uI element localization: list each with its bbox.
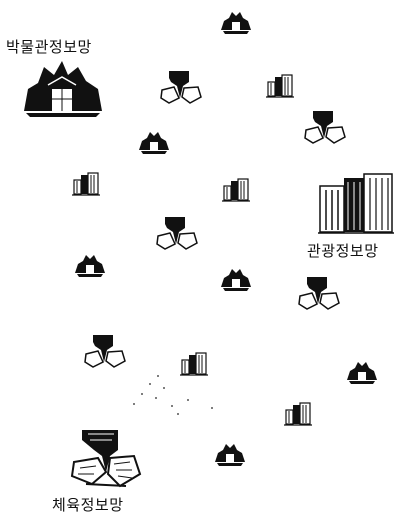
palace-icon	[74, 253, 106, 277]
hands-icon	[304, 110, 346, 144]
palace-icon	[220, 267, 252, 291]
building-icon	[72, 172, 100, 196]
scatter-dots	[128, 372, 228, 418]
hands-icon	[160, 70, 202, 104]
tourism-hub-building-icon	[318, 172, 394, 234]
tourism-network-label: 관광정보망	[307, 240, 379, 261]
building-icon	[266, 74, 294, 98]
sports-hub-hands-icon	[70, 428, 142, 490]
palace-icon	[346, 360, 378, 384]
building-icon	[222, 178, 250, 202]
sports-network-label: 체육정보망	[52, 494, 124, 515]
palace-icon	[214, 442, 246, 466]
hands-icon	[84, 334, 126, 368]
palace-icon	[220, 10, 252, 34]
palace-icon	[138, 130, 170, 154]
hands-icon	[156, 216, 198, 250]
museum-network-label: 박물관정보망	[6, 36, 92, 57]
museum-hub-palace-icon	[22, 55, 104, 117]
building-icon	[284, 402, 312, 426]
hands-icon	[298, 276, 340, 310]
